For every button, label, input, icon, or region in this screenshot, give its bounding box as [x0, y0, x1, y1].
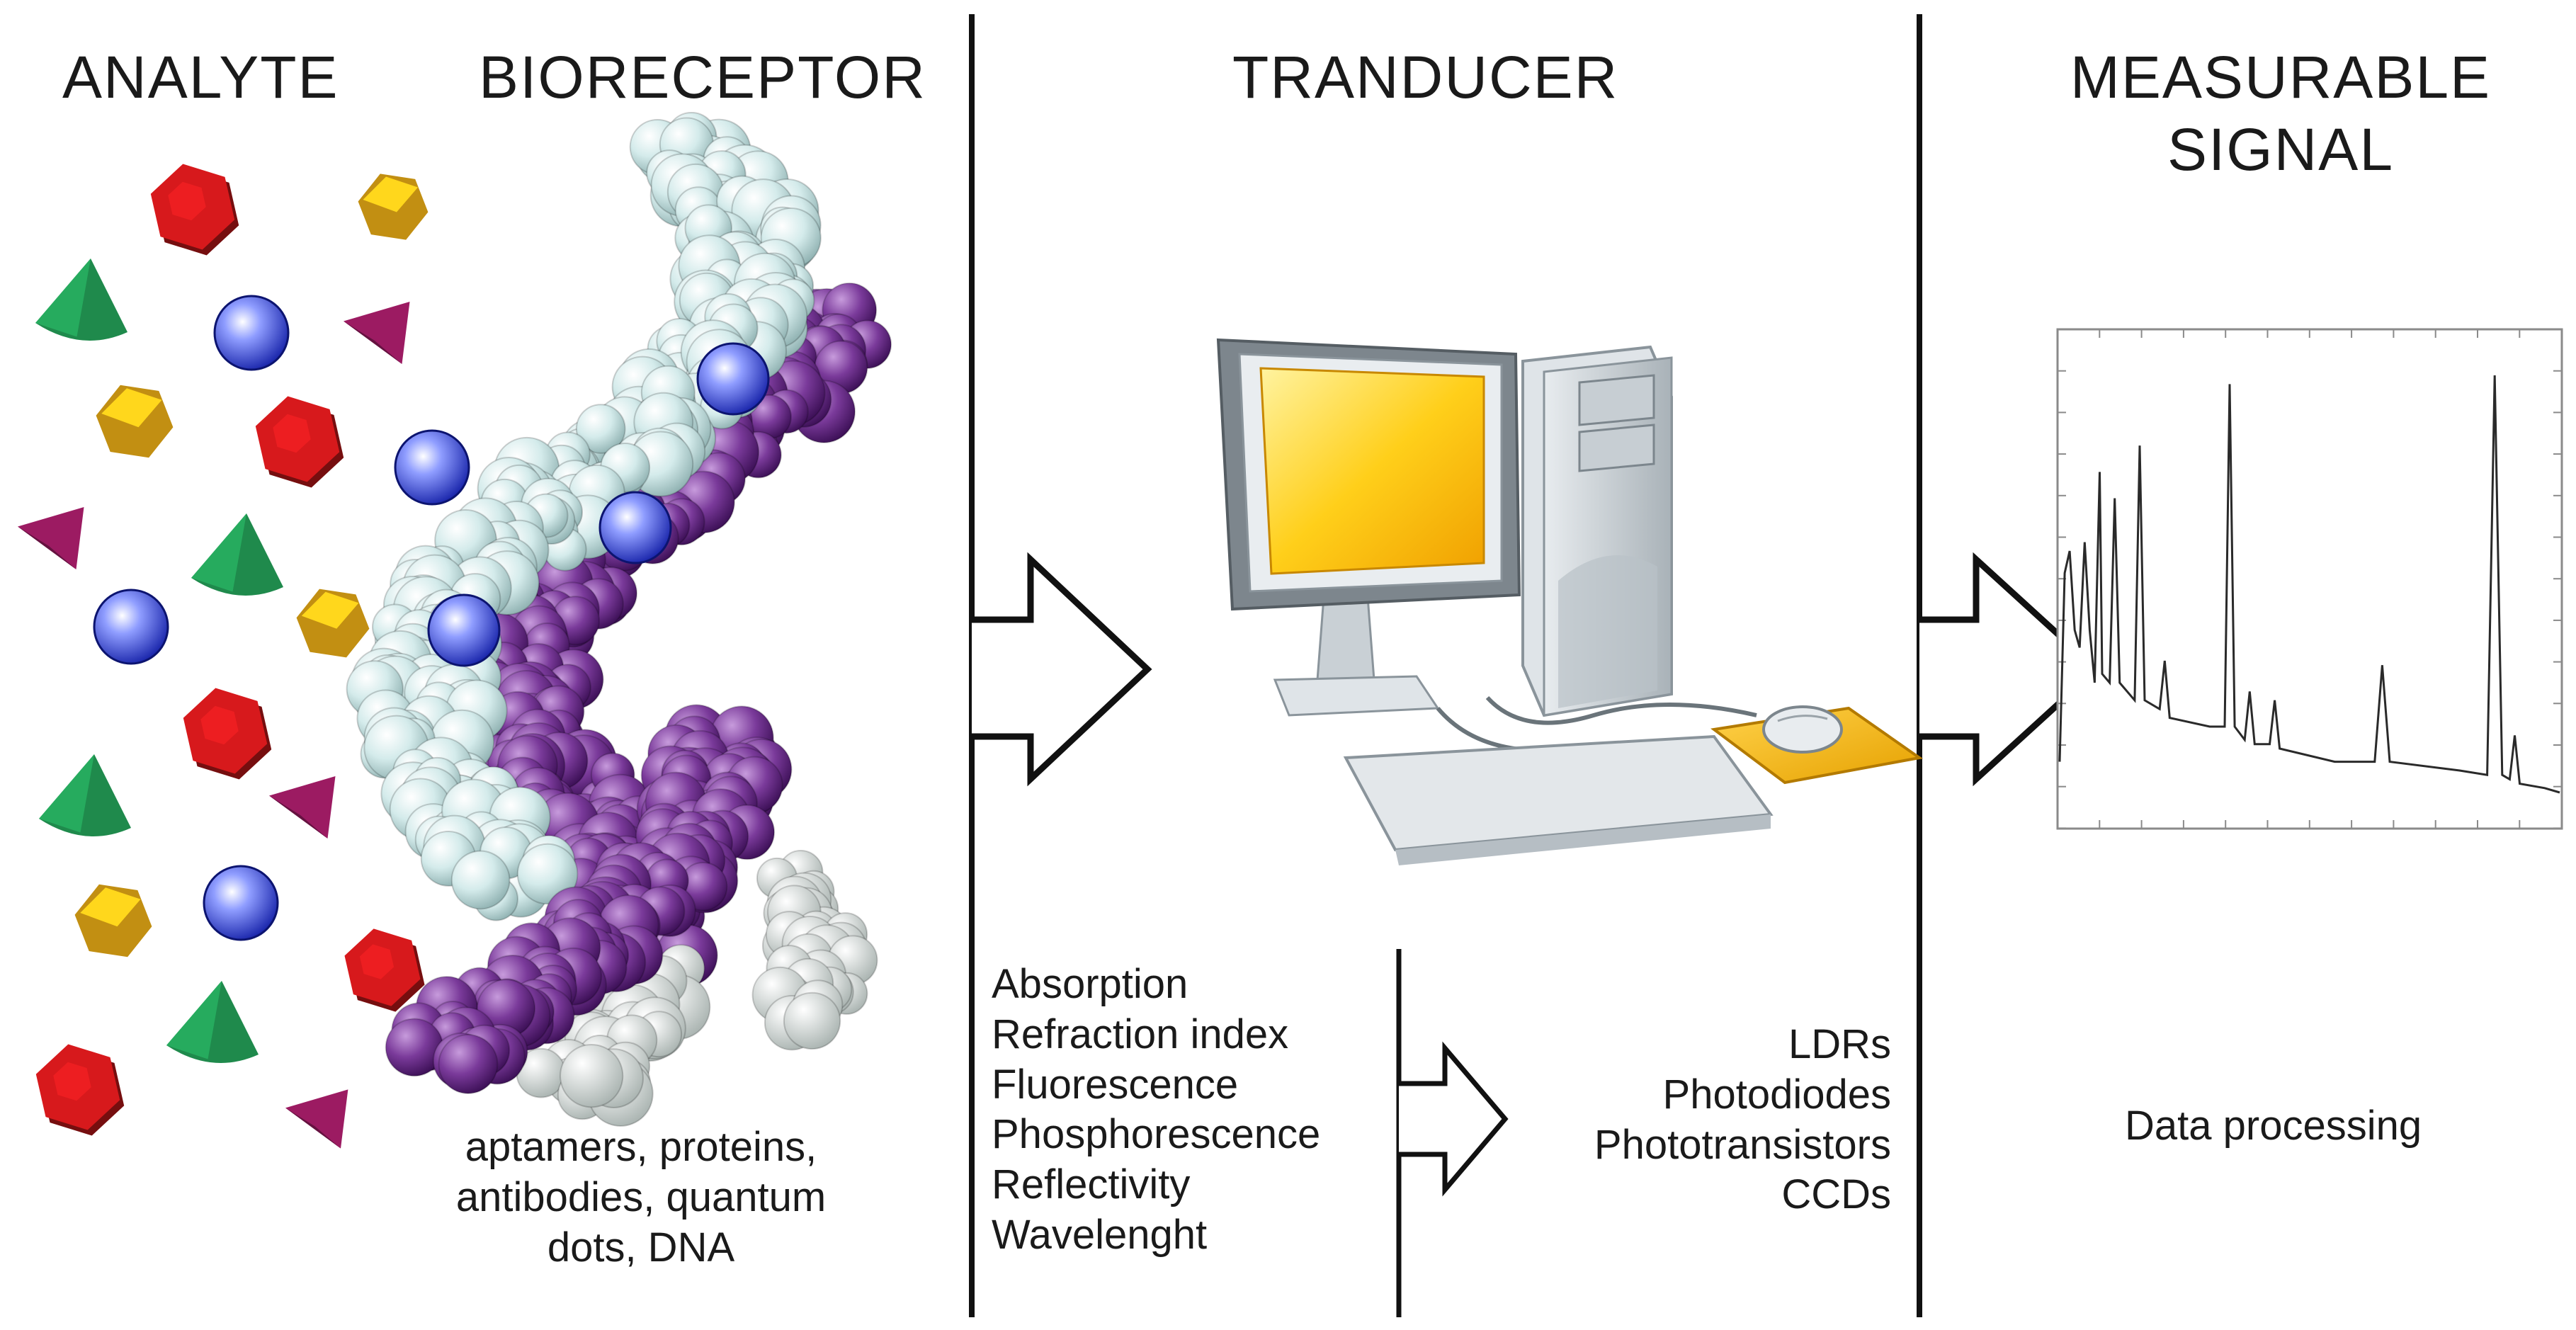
- bioreceptor-types-line1: aptamers, proteins,: [465, 1124, 817, 1170]
- list-item: Reflectivity: [992, 1161, 1191, 1207]
- list-item: Phototransistors: [1594, 1121, 1891, 1168]
- green-cone-icon: [191, 513, 283, 596]
- signal-caption: Data processing: [2125, 1103, 2422, 1149]
- analyte-molecules: [18, 164, 470, 1149]
- blue-sphere-icon: [394, 429, 470, 506]
- dna-double-helix-icon: [346, 112, 892, 1127]
- yellow-hexagon-icon: [358, 174, 429, 240]
- header-measurable-signal: MEASURABLE SIGNAL: [2012, 41, 2550, 186]
- list-item: Absorption: [992, 961, 1188, 1007]
- header-signal-line1: MEASURABLE: [2070, 44, 2492, 110]
- blue-sphere-icon: [598, 491, 672, 564]
- red-hexagon-icon: [255, 396, 344, 488]
- list-item: Wavelenght: [992, 1211, 1208, 1258]
- bioreceptor-types-line3: dots, DNA: [547, 1224, 735, 1271]
- yellow-hexagon-icon: [74, 884, 152, 957]
- bound-analytes: [427, 342, 770, 667]
- bioreceptor-types-line2: antibodies, quantum: [455, 1173, 827, 1220]
- header-bioreceptor: BIORECEPTOR: [479, 44, 926, 110]
- header-transducer: TRANDUCER: [1232, 44, 1619, 110]
- green-cone-icon: [39, 754, 131, 836]
- green-cone-icon: [166, 981, 259, 1063]
- green-cone-icon: [35, 258, 127, 341]
- purple-pyramid-icon: [18, 507, 84, 569]
- detectors-list: LDRs Photodiodes Phototransistors CCDs: [1530, 1020, 1891, 1220]
- yellow-hexagon-icon: [96, 385, 174, 458]
- purple-pyramid-icon: [344, 302, 410, 364]
- desktop-computer-icon: [1216, 338, 1924, 865]
- header-analyte: ANALYTE: [62, 44, 339, 110]
- red-hexagon-icon: [344, 928, 425, 1012]
- red-hexagon-icon: [35, 1044, 125, 1136]
- blue-sphere-icon: [203, 865, 279, 941]
- arrow-right-icon: [972, 552, 1152, 787]
- list-item: Fluorescence: [992, 1061, 1239, 1108]
- spectrum-plot-icon: [2056, 328, 2563, 830]
- purple-pyramid-icon: [285, 1089, 348, 1149]
- list-item: CCDs: [1781, 1171, 1891, 1218]
- yellow-hexagon-icon: [296, 589, 370, 658]
- blue-sphere-icon: [696, 342, 770, 416]
- optical-properties-list: Absorption Refraction index Fluorescence…: [992, 960, 1320, 1261]
- list-item: Refraction index: [992, 1011, 1289, 1057]
- list-item: LDRs: [1788, 1021, 1891, 1067]
- blue-sphere-icon: [213, 295, 290, 371]
- purple-pyramid-icon: [269, 776, 336, 839]
- blue-sphere-icon: [427, 593, 501, 667]
- red-hexagon-icon: [183, 688, 272, 780]
- bioreceptor-types: aptamers, proteins, antibodies, quantum …: [414, 1122, 868, 1273]
- red-hexagon-icon: [150, 164, 239, 256]
- header-signal-line2: SIGNAL: [2167, 116, 2395, 183]
- arrow-right-icon: [1399, 1041, 1509, 1197]
- list-item: Phosphorescence: [992, 1111, 1321, 1158]
- list-item: Photodiodes: [1662, 1071, 1891, 1118]
- blue-sphere-icon: [93, 589, 169, 665]
